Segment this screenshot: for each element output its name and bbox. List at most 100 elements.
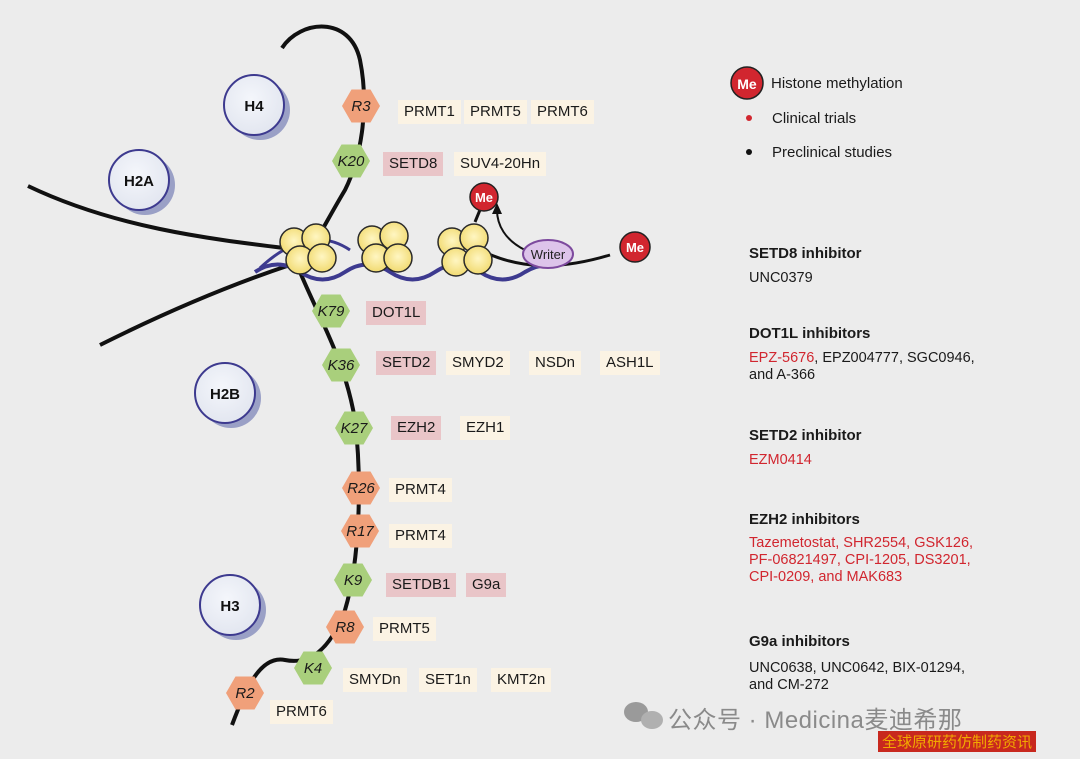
residue-r8: R8 <box>326 610 364 644</box>
enzyme-setd2: SETD2 <box>376 351 437 375</box>
g9a-inhibitor-list: UNC0638, UNC0642, BIX-01294,and CM-272 <box>749 660 1049 694</box>
enzyme-prmt4-r26: PRMT4 <box>389 478 452 502</box>
enzyme-suv420: SUV4-20Hn <box>454 152 547 176</box>
ezh2-inhibitor-list: Tazemetostat, SHR2554, GSK126,PF-0682149… <box>749 535 1049 586</box>
residue-hexagon <box>312 294 350 328</box>
h4-label: H4 <box>244 98 264 115</box>
setd2-clinical-drug: EZM0414 <box>749 452 812 468</box>
watermark-main: 公众号 · Medicina麦迪希那 <box>668 707 963 734</box>
dot1l-inhibitor-list: EPZ-5676, EPZ004777, SGC0946,and A-366 <box>749 350 1049 384</box>
enzyme-prmt4-r17: PRMT4 <box>389 524 452 548</box>
residue-label: K9 <box>344 572 363 589</box>
residue-k27: K27 <box>335 411 373 445</box>
residue-k4: K4 <box>294 651 332 685</box>
enzyme-setdb1: SETDB1 <box>386 573 457 597</box>
wechat-icon <box>624 702 663 729</box>
enzyme-smyd2: SMYD2 <box>446 351 510 375</box>
g9a-inhibitor-title: G9a inhibitors <box>749 633 850 650</box>
h2a-label: H2A <box>124 173 154 190</box>
writer-arrow <box>496 209 526 251</box>
residue-label: K27 <box>341 420 368 437</box>
setd8-inhibitor-title: SETD8 inhibitor <box>749 245 862 262</box>
enzyme-g9a: G9a <box>466 573 507 597</box>
residue-label: K20 <box>338 153 365 170</box>
legend-me-badge: Me <box>730 66 764 100</box>
writer-label: Writer <box>531 247 566 262</box>
residue-r3: R3 <box>342 89 380 123</box>
histone-h2b: H2B <box>194 362 261 428</box>
dot1l-preclinical-drugs: , EPZ004777, SGC0946, <box>814 350 975 366</box>
enzyme-setd8: SETD8 <box>383 152 444 176</box>
watermark-sub: 全球原研药仿制药资讯 <box>878 731 1037 752</box>
enzyme-ezh1: EZH1 <box>460 416 511 440</box>
residue-hexagon <box>341 514 379 548</box>
ezh2-inhibitor-title: EZH2 inhibitors <box>749 511 860 528</box>
ezh2-line3: CPI-0209, and MAK683 <box>749 569 903 585</box>
residue-label: R3 <box>351 98 371 115</box>
residue-hexagon <box>334 563 372 597</box>
enzyme-prmt5: PRMT5 <box>464 100 527 124</box>
h4-tail <box>280 24 366 252</box>
h2b-tail <box>99 263 291 347</box>
nucleosome-1 <box>279 223 337 275</box>
nucleosome-3 <box>437 223 493 277</box>
legend-clinical-dot <box>746 115 752 121</box>
me-top-text: Me <box>475 190 493 205</box>
enzyme-prmt6: PRMT6 <box>531 100 594 124</box>
enzyme-set1n: SET1n <box>419 668 477 692</box>
me-top-badge: Me <box>469 182 499 212</box>
residue-k79: K79 <box>312 294 350 328</box>
nucleosome-2 <box>357 221 413 273</box>
residue-hexagon <box>342 471 380 505</box>
residue-hexagon <box>322 348 360 382</box>
legend-preclinical: Preclinical studies <box>772 144 893 161</box>
ezh2-line1: Tazemetostat, SHR2554, GSK126, <box>749 535 974 551</box>
residue-label: R8 <box>335 619 355 636</box>
enzyme-ash1l: ASH1L <box>600 351 660 375</box>
dot1l-inhibitor-title: DOT1L inhibitors <box>749 325 871 342</box>
legend-histone-methylation: Histone methylation <box>771 75 903 92</box>
histone-h3: H3 <box>199 574 266 640</box>
h3-tail <box>230 271 361 726</box>
enzyme-dot1l: DOT1L <box>366 301 427 325</box>
residue-label: R2 <box>235 685 255 702</box>
legend-preclinical-dot <box>746 149 752 155</box>
residue-k9: K9 <box>334 563 372 597</box>
histone-h2a: H2A <box>108 149 175 215</box>
enzyme-prmt1: PRMT1 <box>398 100 461 124</box>
g9a-line1: UNC0638, UNC0642, BIX-01294, <box>749 660 966 676</box>
enzyme-prmt6-r2: PRMT6 <box>270 700 333 724</box>
residue-label: K36 <box>328 357 355 374</box>
h2b-label: H2B <box>210 386 240 403</box>
ezh2-line2: PF-06821497, CPI-1205, DS3201, <box>749 552 971 568</box>
residue-label: K79 <box>318 303 345 320</box>
residue-r2: R2 <box>226 676 264 710</box>
residue-label: K4 <box>304 660 322 677</box>
enzyme-smydn: SMYDn <box>343 668 407 692</box>
histone-h4: H4 <box>223 74 290 140</box>
residue-r17: R17 <box>341 514 379 548</box>
residue-hexagon <box>332 144 370 178</box>
dot1l-line2: and A-366 <box>749 367 816 383</box>
residue-hexagon <box>294 651 332 685</box>
dot1l-clinical-drug: EPZ-5676 <box>749 350 815 366</box>
me-right-text: Me <box>626 240 644 255</box>
residue-label: R26 <box>347 480 375 497</box>
residue-hexagon <box>335 411 373 445</box>
residue-k20: K20 <box>332 144 370 178</box>
writer-enzyme: Writer <box>522 239 574 269</box>
enzyme-ezh2: EZH2 <box>391 416 442 440</box>
setd2-inhibitor-title: SETD2 inhibitor <box>749 427 862 444</box>
enzyme-prmt5-r8: PRMT5 <box>373 617 436 641</box>
setd8-inhibitor-list: UNC0379 <box>749 270 1049 287</box>
enzyme-kmt2n: KMT2n <box>491 668 552 692</box>
legend-me-text: Me <box>737 76 757 92</box>
residue-label: R17 <box>346 523 374 540</box>
writer-arrowhead <box>492 203 502 214</box>
residue-hexagon <box>226 676 264 710</box>
h2a-tail <box>27 184 301 252</box>
enzyme-nsdn: NSDn <box>529 351 582 375</box>
g9a-line2: and CM-272 <box>749 677 829 693</box>
